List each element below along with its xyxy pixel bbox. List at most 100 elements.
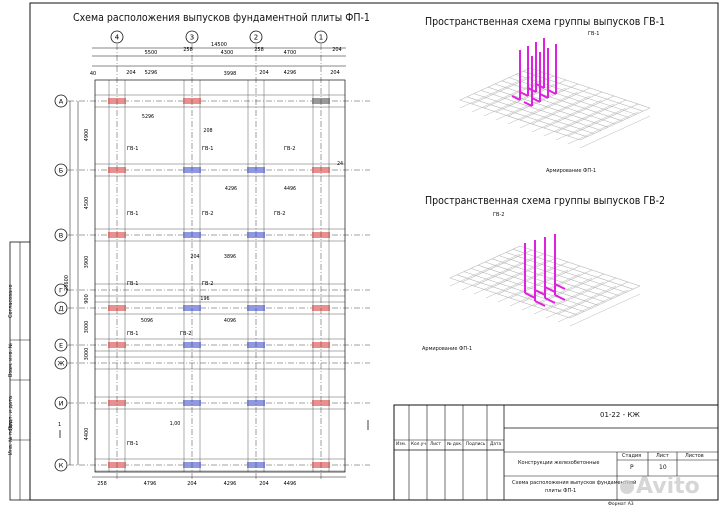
iso-outlet-bar	[539, 93, 549, 99]
dim-text-bottom: 204	[187, 481, 197, 487]
iso-mesh-line	[529, 67, 651, 109]
iso-label-arm1: Армирование ФП-1	[546, 168, 597, 174]
axis-bubble-col	[314, 30, 328, 44]
iso-mesh-line	[473, 261, 545, 295]
iso-mesh-line	[459, 75, 531, 109]
stamp-code: 01-22 - КЖ	[600, 411, 640, 419]
dim-text-top-2: 5296	[145, 70, 158, 76]
dim-text-left: 4400	[84, 428, 90, 441]
iso-mesh-line	[545, 277, 617, 311]
axis-bubble-row	[54, 396, 68, 410]
dim-text-top: 4300	[221, 50, 234, 56]
axis-label-row: Ж	[57, 360, 64, 368]
watermark: Avito	[620, 474, 700, 499]
axis-label-row: И	[59, 400, 64, 408]
dim-text-left: 4900	[84, 129, 90, 142]
dim-text-inner: 24	[337, 161, 343, 167]
axis-bubble-col	[185, 30, 199, 44]
dim-text-bottom: 204	[259, 481, 269, 487]
dim-text-top: 258	[254, 47, 264, 53]
dim-text-bottom: 258	[97, 481, 107, 487]
iso-mesh-line	[461, 257, 533, 291]
dim-text-top: 5500	[145, 50, 158, 56]
iso-outlet-bar	[554, 294, 566, 301]
iso-mesh-line	[567, 103, 639, 137]
iso-mesh-line	[531, 91, 603, 125]
iso-mesh-line	[543, 95, 615, 129]
iso-mesh-line	[557, 289, 629, 323]
dim-text-top-2: 3998	[224, 71, 237, 77]
dim-text-top: 14500	[211, 42, 227, 48]
gv-label: ГВ-2	[202, 281, 213, 287]
axis-label-col: 1	[319, 34, 323, 42]
axis-bubble-row	[54, 458, 68, 472]
iso-mesh-line	[501, 80, 623, 122]
dim-text-inner: 204	[190, 254, 199, 260]
iso-outlet-bar	[544, 286, 556, 293]
axis-label-row: Д	[58, 305, 63, 313]
dim-text-inner: 208	[203, 128, 212, 134]
axis-bubble-row	[54, 283, 68, 297]
stamp-h-koluch: Кол.уч	[411, 442, 426, 447]
axis-label-row: Е	[59, 342, 63, 350]
iso-mesh-line	[533, 273, 605, 307]
dim-text-top: 258	[183, 47, 193, 53]
dim-text-bottom: 4496	[284, 481, 297, 487]
iso-mesh-line	[569, 293, 641, 327]
iso-outlet-bar	[547, 89, 557, 95]
dim-text-left-total: 25600	[64, 275, 70, 291]
dim-text-top-2: 204	[330, 70, 340, 76]
dim-text-top-2: 204	[126, 70, 136, 76]
stamp-h-izm: Изм.	[396, 442, 407, 447]
iso-title-2: Пространственная схема группы выпусков Г…	[425, 195, 666, 207]
axis-label-col: 3	[190, 34, 194, 42]
format-label: Формат А3	[608, 502, 634, 507]
axis-bubble-row	[54, 228, 68, 242]
dim-text-top-2: 4296	[284, 70, 297, 76]
iso-mesh-line	[519, 95, 591, 129]
stamp-stage-label: Стадия	[622, 453, 642, 459]
dim-text-top: 4700	[284, 50, 297, 56]
iso-scheme-gv2	[449, 234, 641, 327]
iso-label-arm2: Армирование ФП-1	[422, 346, 473, 352]
stamp-h-list: Лист	[430, 442, 441, 447]
gv-label: ГВ-1	[127, 146, 138, 152]
iso-outlet-bar	[534, 300, 546, 307]
stamp-object: Конструкции железобетонные	[518, 460, 600, 466]
iso-mesh-line	[498, 255, 620, 296]
iso-mesh-line	[555, 107, 627, 141]
axis-label-col: 4	[115, 34, 120, 42]
iso-outlet-bar	[519, 91, 529, 97]
stamp-sheet-name-1: Схема расположения выпусков фундаментной	[512, 480, 637, 486]
dim-text-inner: 196	[200, 296, 209, 302]
axis-bubble-row	[54, 163, 68, 177]
dim-text-inner: 4296	[225, 186, 237, 192]
dim-text-left: 3000	[84, 348, 90, 361]
watermark-logo-icon	[620, 480, 634, 494]
stamp-sheet-label: Лист	[656, 453, 669, 459]
iso-outlet-bar	[524, 292, 536, 299]
iso-mesh-line	[512, 248, 634, 290]
iso-outlet-bar	[534, 289, 546, 296]
stamp-sheet: 10	[659, 464, 667, 471]
iso-mesh-line	[543, 103, 615, 137]
gv-label: ГВ-2	[274, 211, 285, 217]
iso-mesh-line	[533, 281, 605, 315]
iso-mesh-line	[579, 115, 651, 149]
iso-outlet-bar	[531, 97, 541, 103]
stamp-stage: Р	[630, 464, 634, 471]
axis-label-row: Б	[59, 167, 63, 175]
dim-text-left: 3000	[84, 321, 90, 334]
axis-label-row: Г	[59, 287, 63, 295]
gv-label: ГВ-1	[202, 146, 213, 152]
stamp-h-sign: Подпись	[466, 442, 486, 447]
iso-mesh-line	[494, 83, 616, 125]
dim-text-inner: 1,00	[170, 421, 181, 427]
axis-label-row: К	[59, 462, 64, 470]
iso-mesh-line	[497, 269, 569, 303]
gv-label: ГВ-2	[180, 331, 191, 337]
dim-text-left: 4500	[84, 197, 90, 210]
dim-text-inner: 5096	[141, 318, 153, 324]
